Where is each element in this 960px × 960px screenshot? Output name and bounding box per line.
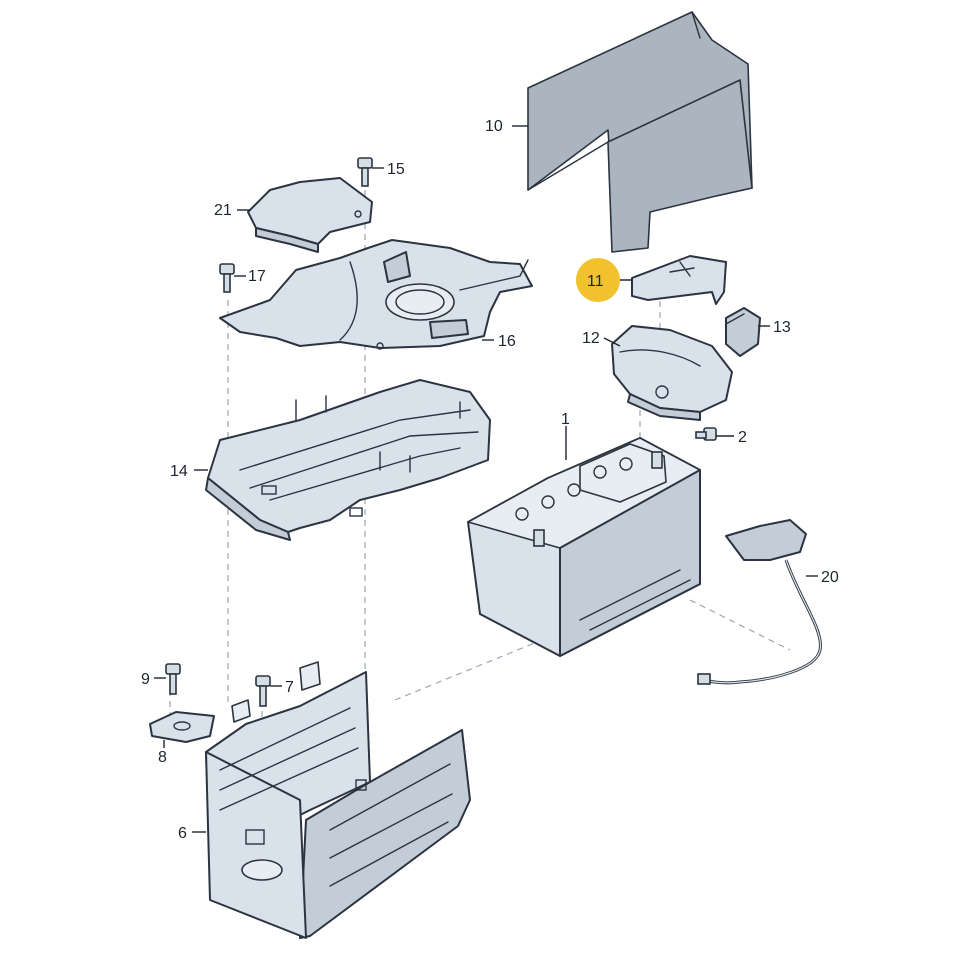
callout-9: 9 (141, 671, 150, 688)
callout-21: 21 (214, 202, 232, 219)
callout-16: 16 (498, 333, 516, 350)
part-14-tray-plate[interactable] (205, 379, 491, 541)
part-8-clamp-plate[interactable] (149, 711, 215, 743)
part-13-clip[interactable] (725, 307, 761, 357)
callout-10: 10 (485, 118, 503, 135)
part-21-cover-bracket[interactable] (247, 177, 373, 253)
part-17-bolt[interactable] (219, 263, 235, 293)
callout-11-highlight (576, 258, 620, 302)
part-16-upper-cover[interactable] (219, 239, 533, 350)
callout-2: 2 (738, 429, 747, 446)
part-2-bolt[interactable] (695, 427, 717, 441)
part-15-bolt[interactable] (357, 157, 373, 187)
callout-7: 7 (285, 679, 294, 696)
callout-11: 11 (587, 273, 604, 290)
part-6-battery-tray[interactable] (205, 661, 471, 939)
part-9-bolt[interactable] (165, 663, 181, 695)
callout-12: 12 (582, 330, 600, 347)
callout-15: 15 (387, 161, 405, 178)
callout-8: 8 (158, 749, 167, 766)
part-7-bolt[interactable] (255, 675, 271, 707)
callout-1: 1 (561, 411, 570, 428)
callout-20: 20 (821, 569, 839, 586)
callout-13: 13 (773, 319, 791, 336)
callout-6: 6 (178, 825, 187, 842)
part-11-terminal-cover[interactable] (631, 255, 727, 305)
part-10-insulation-mat[interactable] (527, 11, 753, 253)
part-12-fuse-box[interactable] (611, 325, 733, 421)
callout-labels: 10 21 15 17 16 11 12 13 14 1 2 20 9 7 8 … (141, 118, 839, 842)
callout-14: 14 (170, 463, 188, 480)
part-1-battery[interactable] (467, 437, 701, 657)
part-20-ground-cable[interactable] (697, 519, 822, 685)
callout-17: 17 (248, 268, 266, 285)
callout-leaders (154, 125, 818, 833)
